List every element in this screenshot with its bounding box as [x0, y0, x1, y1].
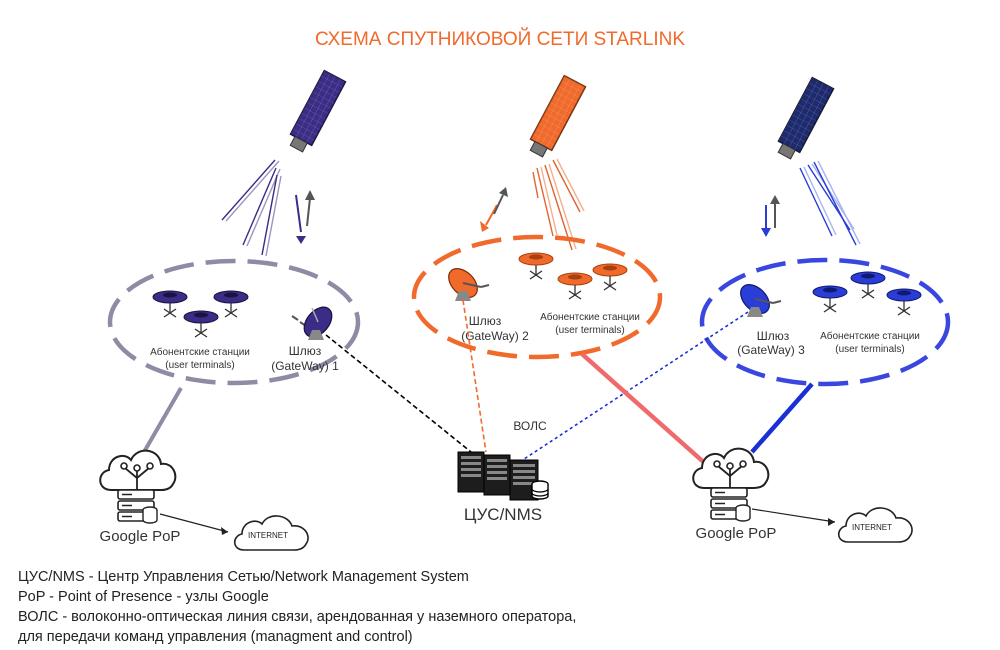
pop-1-label: Google PoP [100, 528, 181, 545]
satellite-2-icon [529, 74, 587, 158]
cell-1-to-pop-link [142, 386, 183, 454]
pop-2-cloud-network-icon [692, 447, 770, 489]
cell-3-gateway-label: Шлюз [757, 329, 790, 343]
satellite-3-beams [799, 160, 861, 246]
pop-2-to-internet-link [751, 508, 836, 523]
user-terminal-icon [213, 290, 249, 318]
internet-2-label: INTERNET [852, 523, 892, 532]
legend: ЦУС/NMS - Центр Управления Сетью/Network… [18, 567, 576, 647]
satellite-3-arrows [761, 195, 780, 237]
legend-line: PoP - Point of Presence - узлы Google [18, 589, 269, 605]
cell-1-terminals-sub: (user terminals) [165, 360, 234, 371]
legend-line: ВОЛС - волоконно-оптическая линия связи,… [18, 609, 577, 625]
gateway-2-to-nms-link [462, 299, 487, 453]
cell-2-user-terminals [518, 252, 628, 300]
gateway-1-dish-icon [291, 306, 333, 340]
user-terminal-icon [812, 285, 848, 313]
internet-1-label: INTERNET [248, 531, 288, 540]
cell-3-terminals-sub: (user terminals) [835, 344, 904, 355]
satellite-1-icon [289, 69, 347, 153]
internet-1-cloud-icon [233, 515, 309, 551]
satellite-1-arrows [295, 190, 315, 244]
cell-2-to-pop-link [580, 352, 710, 468]
legend-line: для передачи команд управления (managmen… [18, 629, 413, 645]
user-terminal-icon [183, 310, 219, 338]
pop-1-cloud-network-icon [99, 449, 177, 491]
cell-1-terminals-label: Абонентские станции [150, 346, 250, 358]
cell-3-terminals-label: Абонентские станции [820, 330, 920, 342]
cell-3-coverage [699, 257, 951, 387]
cell-1-gateway-label: Шлюз [289, 344, 322, 358]
user-terminal-icon [152, 290, 188, 318]
satellite-2-arrows [480, 187, 508, 232]
gateway-2-dish-icon [448, 268, 490, 301]
cell-3-gateway-sub: (GateWay) 3 [737, 343, 805, 357]
user-terminal-icon [592, 263, 628, 291]
gateway-3-to-nms-link [517, 311, 749, 464]
diagram-title: СХЕМА СПУТНИКОВОЙ СЕТИ STARLINK [315, 28, 685, 50]
cell-2-coverage [411, 234, 663, 360]
legend-line: ЦУС/NMS - Центр Управления Сетью/Network… [18, 569, 469, 585]
user-terminal-icon [850, 271, 886, 299]
cell-2-gateway-label: Шлюз [469, 314, 502, 328]
satellite-2-beams [532, 158, 585, 251]
cell-1-user-terminals [152, 290, 249, 338]
satellite-1-beams [221, 159, 282, 257]
nms-server-rack-icon [457, 451, 549, 501]
cell-2-gateway-sub: (GateWay) 2 [461, 329, 529, 343]
satellite-3-icon [777, 76, 835, 160]
user-terminal-icon [518, 252, 554, 280]
cell-3-user-terminals [812, 271, 922, 316]
nms-label: ЦУС/NMS [464, 505, 542, 524]
pop-2-server-icon [710, 487, 751, 522]
cell-1-gateway-sub: (GateWay) 1 [271, 359, 339, 373]
cell-3-to-pop-link [750, 382, 814, 454]
cell-1-coverage [107, 258, 361, 386]
gateway-1-to-nms-link [325, 334, 477, 457]
user-terminal-icon [557, 272, 593, 300]
vols-label: ВОЛС [513, 419, 547, 433]
cell-2-terminals-sub: (user terminals) [555, 325, 624, 336]
internet-2-cloud-icon [837, 507, 913, 543]
cell-2-terminals-label: Абонентские станции [540, 311, 640, 323]
pop-1-to-internet-link [159, 513, 229, 533]
gateway-3-dish-icon [740, 284, 782, 317]
pop-1-server-icon [117, 489, 158, 524]
user-terminal-icon [886, 288, 922, 316]
pop-2-label: Google PoP [696, 525, 777, 542]
